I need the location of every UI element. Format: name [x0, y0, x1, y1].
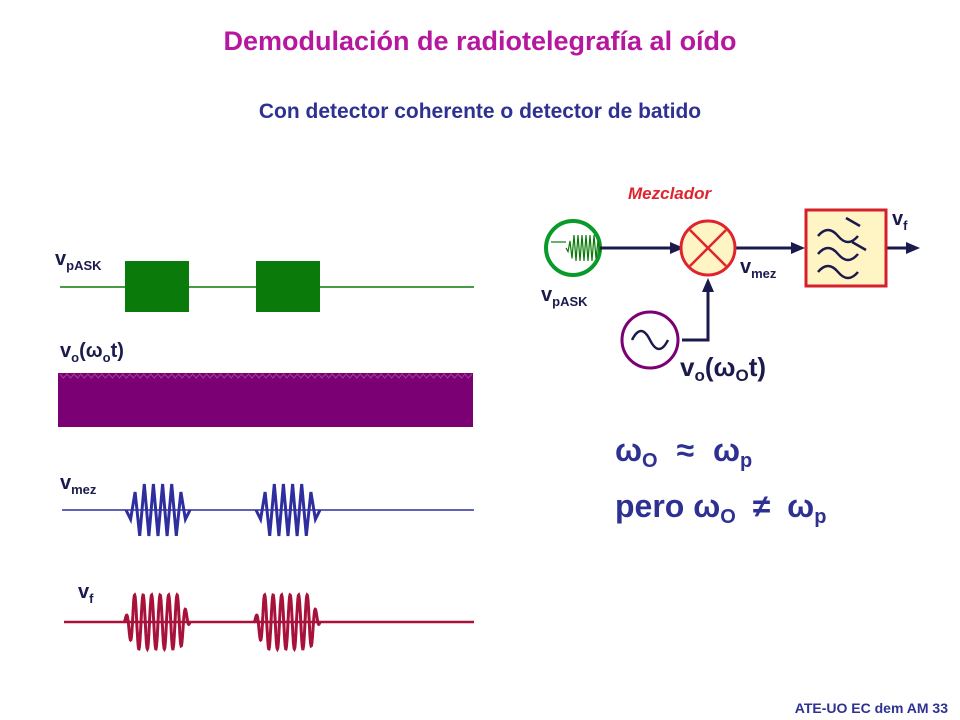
eq1-left: ω: [615, 432, 643, 468]
equation-approx: ωO ≈ ωp: [615, 432, 753, 472]
arrow-into-mixer: [670, 242, 684, 254]
oscillator-ripple: [59, 373, 473, 379]
label-v-f: vf: [78, 581, 94, 606]
oscillator-band: [58, 373, 473, 427]
waveform-pask: [60, 261, 474, 312]
eq2-left: ω: [693, 488, 721, 524]
label-vo-arg-end: t): [110, 340, 124, 362]
filtered-burst-1: [122, 592, 192, 653]
mixer-cross-b: [689, 229, 727, 267]
label-v-pask: vpASK: [55, 248, 102, 273]
arrow-into-filter: [791, 242, 805, 254]
output-label-sub: f: [903, 218, 908, 233]
eq2-operator: ≠: [752, 488, 771, 524]
low-pass-filter-block: [804, 208, 888, 288]
mez-burst-2: [254, 483, 322, 537]
filter-slash-bottom: [851, 240, 867, 252]
slide-footer: ATE-UO EC dem AM 33: [794, 700, 948, 716]
equation-not-equal: pero ωO ≠ ωp: [615, 488, 827, 528]
oscillator-label-arg-end: t): [748, 352, 767, 382]
label-vmez-main: v: [60, 472, 72, 494]
label-vf-main: v: [78, 581, 90, 603]
oscillator-label-arg: (ω: [704, 352, 736, 382]
mixer-output-label-sub: mez: [751, 266, 777, 281]
label-v-mez: vmez: [60, 472, 97, 497]
wire-oscillator-to-mixer: [682, 289, 710, 342]
label-v-pask-sub: pASK: [66, 258, 102, 273]
mez-burst-1: [124, 483, 192, 537]
pask-burst-1: [125, 261, 189, 312]
arrow-oscillator-into-mixer: [702, 278, 714, 292]
waveform-filtered: [64, 592, 474, 653]
filtered-burst-2: [252, 592, 322, 653]
output-label-main: v: [892, 208, 904, 230]
eq1-operator: ≈: [676, 432, 695, 468]
waveform-mez: [62, 483, 474, 537]
slide-title: Demodulación de radiotelegrafía al oído: [223, 26, 737, 56]
label-vf-sub: f: [89, 591, 94, 606]
label-vo-arg: (ω: [79, 340, 103, 362]
output-label: vf: [892, 208, 908, 233]
input-source-wave-icon: [565, 234, 603, 262]
oscillator-label-sub: o: [694, 366, 705, 385]
waveform-oscillator: [58, 373, 473, 427]
label-vo-main: v: [60, 340, 72, 362]
eq1-left-sub: O: [642, 450, 658, 472]
mixer-output-label-main: v: [740, 256, 752, 278]
label-vmez-sub: mez: [71, 482, 97, 497]
eq2-prefix: pero: [615, 488, 685, 524]
eq2-right: ω: [787, 488, 815, 524]
arrow-output: [906, 242, 920, 254]
sine-wave-icon: [630, 329, 670, 351]
eq1-right-sub: p: [739, 450, 753, 472]
oscillator-label: vo(ωOt): [680, 352, 767, 385]
input-label-sub: pASK: [552, 294, 588, 309]
input-label: vpASK: [541, 284, 588, 309]
pask-burst-2: [256, 261, 320, 312]
filter-wave-symbol: [817, 228, 859, 280]
block-diagram: [544, 208, 920, 370]
label-vo-sub: o: [71, 350, 80, 365]
eq2-right-sub: p: [814, 506, 827, 528]
label-v-oscillator: vo(ωot): [60, 340, 124, 365]
label-v-pask-main: v: [55, 248, 67, 270]
mixer-label: Mezclador: [628, 184, 712, 203]
label-vo-arg-sub: o: [102, 350, 111, 365]
slide-subtitle: Con detector coherente o detector de bat…: [258, 100, 702, 123]
mixer-output-label: vmez: [740, 256, 777, 281]
oscillator-label-main: v: [680, 352, 695, 382]
oscillator-label-arg-sub: O: [735, 366, 749, 385]
eq2-left-sub: O: [720, 506, 736, 528]
input-label-main: v: [541, 284, 553, 306]
eq1-right: ω: [712, 432, 740, 468]
filter-slash-top: [845, 216, 861, 228]
